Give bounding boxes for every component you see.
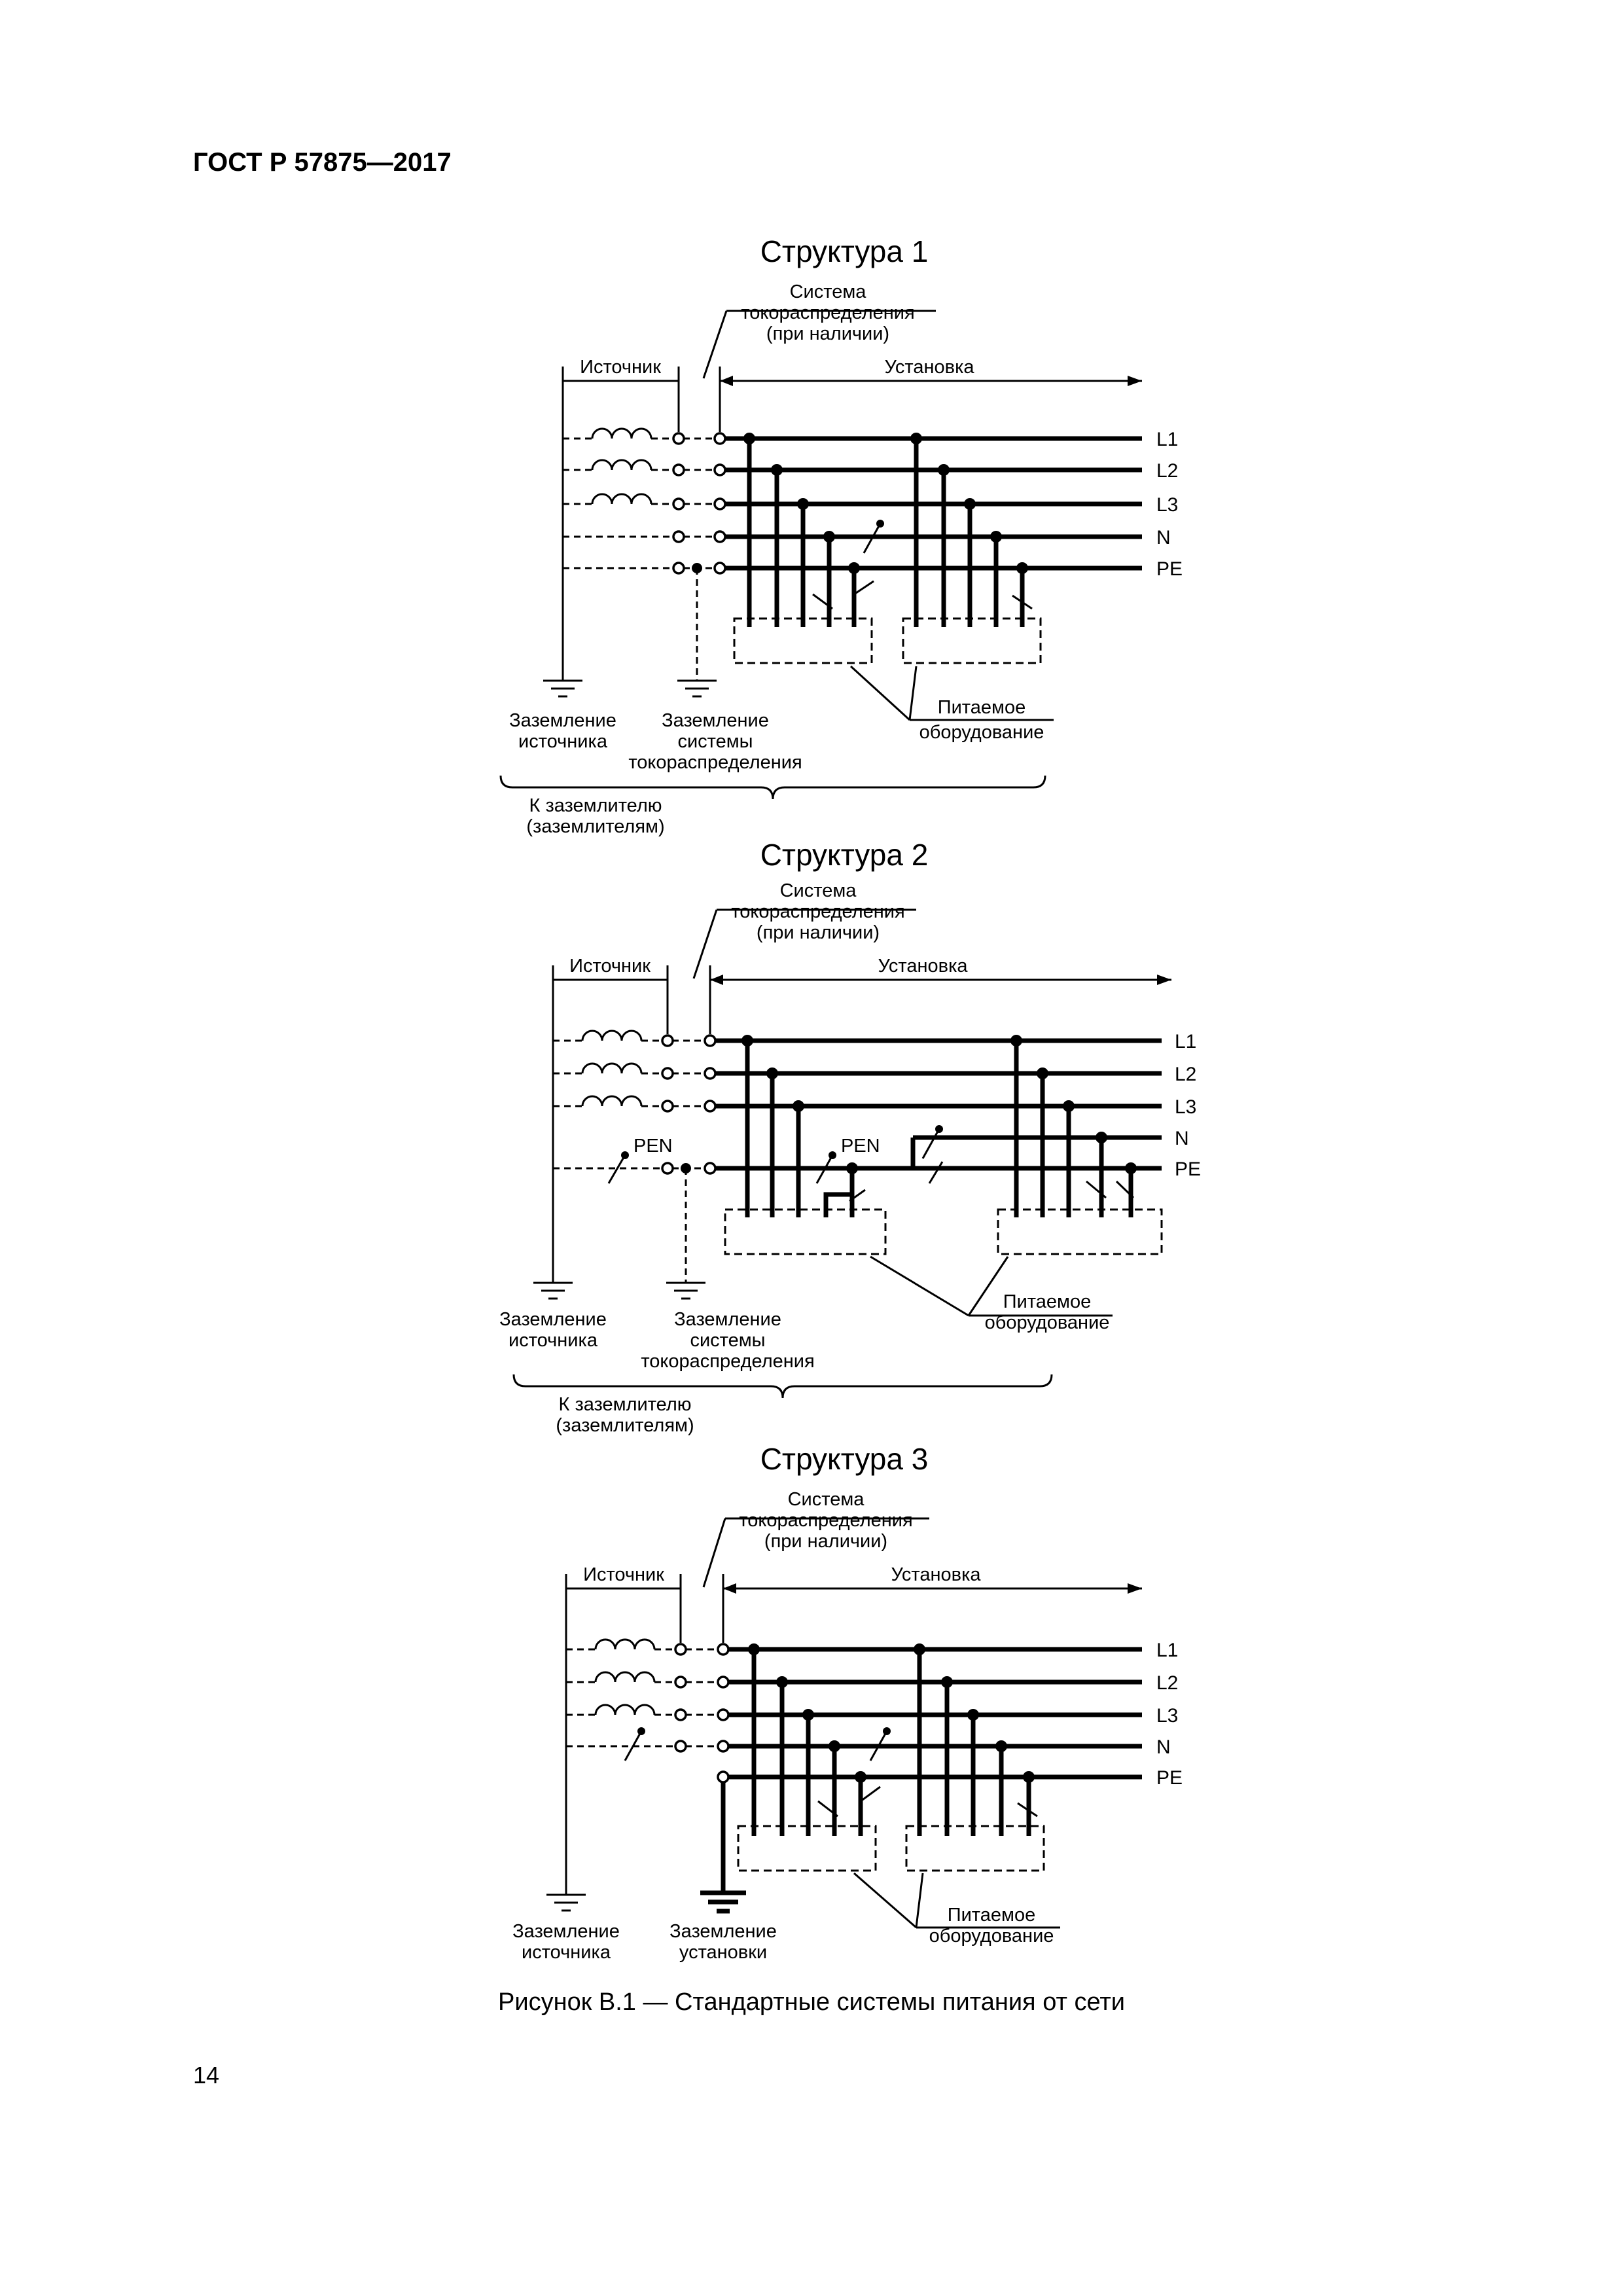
structure-3-title: Структура 3 <box>760 1442 929 1476</box>
wire-label-l2: L2 <box>1156 460 1178 482</box>
structure-1-title: Структура 1 <box>760 234 929 268</box>
wire-label-l3: L3 <box>1156 494 1178 516</box>
source-coils <box>563 427 674 569</box>
to-earth-electrode-label: (заземлителям) <box>526 816 664 837</box>
supplied-equipment-label: оборудование <box>919 722 1044 743</box>
supplied-equipment-label: оборудование <box>985 1312 1110 1333</box>
installation-earth-label: Заземление <box>669 1921 777 1942</box>
earth-symbol <box>546 1893 586 1912</box>
source-label: Источник <box>583 1564 664 1585</box>
pen-label: PEN <box>633 1136 673 1157</box>
installation-label: Установка <box>884 357 974 378</box>
source-label: Источник <box>580 357 661 378</box>
page-number: 14 <box>193 2062 220 2089</box>
structure-2: Структура 2 Система токораспределения (п… <box>499 838 1201 1436</box>
to-earth-electrode-label: (заземлителям) <box>556 1415 694 1436</box>
earth-symbol <box>543 679 582 698</box>
source-label: Источник <box>569 956 651 977</box>
distribution-system-label: токораспределения <box>739 1510 912 1531</box>
supplied-equipment <box>733 433 874 664</box>
supplied-equipment: PEN <box>724 1035 887 1255</box>
figure-caption: Рисунок В.1 — Стандартные системы питани… <box>498 1988 1125 2016</box>
source-coils <box>553 1030 663 1170</box>
earth-symbol <box>666 1282 705 1300</box>
wire-label-l3: L3 <box>1156 1705 1178 1727</box>
wire-label-n: N <box>1175 1128 1189 1149</box>
to-earth-electrode-label: К заземлителю <box>559 1394 692 1415</box>
wire-label-n: N <box>1156 1736 1171 1758</box>
source-earth-label: источника <box>518 731 608 752</box>
source-earth-label: Заземление <box>512 1921 620 1942</box>
distribution-earth-label: Заземление <box>674 1309 781 1330</box>
earth-symbol <box>677 679 717 698</box>
earth-symbol <box>700 1890 746 1914</box>
supplied-equipment-label: Питаемое <box>948 1905 1035 1926</box>
supplied-equipment <box>997 1035 1163 1255</box>
installation-earth-label: установки <box>679 1942 767 1963</box>
supplied-equipment-label: Питаемое <box>938 697 1026 718</box>
document-header: ГОСТ Р 57875—2017 <box>193 148 452 177</box>
distribution-earth-label: токораспределения <box>628 752 802 773</box>
distribution-system-label: (при наличии) <box>766 323 889 344</box>
structure-2-title: Структура 2 <box>760 838 929 872</box>
source-coils <box>566 1638 676 1748</box>
distribution-system-label: Система <box>788 1489 865 1510</box>
distribution-system-label: токораспределения <box>731 901 904 922</box>
wire-label-n: N <box>1156 527 1171 548</box>
distribution-system-label: (при наличии) <box>764 1531 887 1552</box>
distribution-system-label: токораспределения <box>741 302 914 323</box>
distribution-earth-label: системы <box>677 731 753 752</box>
wire-label-l1: L1 <box>1175 1031 1196 1052</box>
wire-label-pe: PE <box>1156 1767 1183 1789</box>
wire-label-l2: L2 <box>1175 1064 1196 1085</box>
distribution-earth-label: системы <box>690 1330 765 1351</box>
wire-label-l3: L3 <box>1175 1096 1196 1118</box>
wire-label-l1: L1 <box>1156 429 1178 450</box>
installation-label: Установка <box>891 1564 981 1585</box>
installation-label: Установка <box>878 956 968 977</box>
wire-label-pe: PE <box>1156 558 1183 580</box>
source-earth-label: источника <box>508 1330 598 1351</box>
wire-label-pe: PE <box>1175 1158 1201 1180</box>
earth-symbol <box>533 1282 573 1300</box>
distribution-system-label: Система <box>790 281 867 302</box>
source-earth-label: источника <box>522 1942 611 1963</box>
structure-1: Структура 1 Система токораспределения (п… <box>499 234 1183 837</box>
distribution-system-label: (при наличии) <box>757 922 880 943</box>
structure-3: Структура 3 Система токораспределения (п… <box>512 1442 1183 1963</box>
wire-label-l1: L1 <box>1156 1640 1178 1661</box>
distribution-earth-label: токораспределения <box>641 1351 814 1372</box>
distribution-system-label: Система <box>780 880 857 901</box>
supplied-equipment <box>902 433 1042 664</box>
distribution-earth-label: Заземление <box>662 710 769 731</box>
supplied-equipment-label: Питаемое <box>1003 1291 1091 1312</box>
supplied-equipment <box>737 1643 881 1872</box>
pen-label: PEN <box>841 1136 880 1157</box>
source-earth-label: Заземление <box>499 1309 607 1330</box>
supplied-equipment <box>905 1643 1045 1872</box>
source-earth-label: Заземление <box>509 710 616 731</box>
wire-label-l2: L2 <box>1156 1672 1178 1694</box>
supplied-equipment-label: оборудование <box>929 1926 1054 1946</box>
to-earth-electrode-label: К заземлителю <box>529 795 662 816</box>
